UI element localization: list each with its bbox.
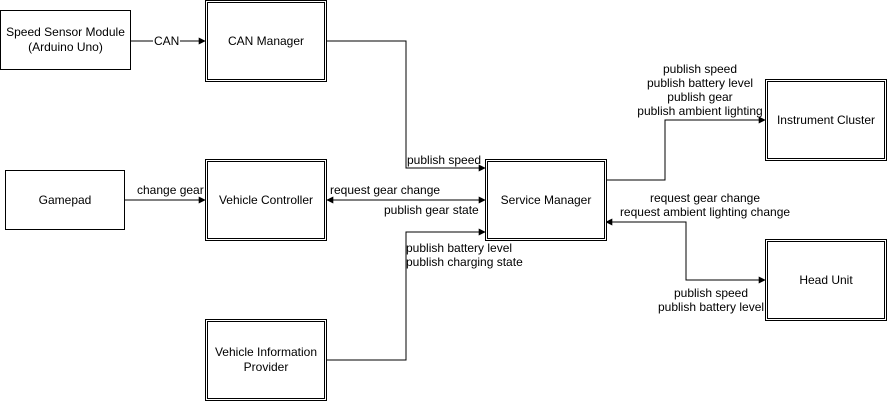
speed-sensor-module-box: Speed Sensor Module (Arduino Uno) xyxy=(0,10,131,70)
head-unit-box: Head Unit xyxy=(765,239,887,321)
edge-label-vip-group: publish battery level publish charging s… xyxy=(406,241,523,269)
vehicle-information-provider-box: Vehicle Information Provider xyxy=(205,319,327,401)
edge-label-hu-request-group: request gear change request ambient ligh… xyxy=(614,191,796,219)
gamepad-box: Gamepad xyxy=(5,170,125,230)
gamepad-label: Gamepad xyxy=(38,192,92,207)
instrument-cluster-label: Instrument Cluster xyxy=(776,112,876,127)
edge-label-hu-request-gear-change: request gear change xyxy=(649,191,761,205)
edge-label-ic-publish-speed: publish speed xyxy=(662,62,738,76)
can-manager-box: CAN Manager xyxy=(205,0,327,82)
edge-battery-charging xyxy=(326,228,486,361)
edge-label-hu-request-ambient-lighting: request ambient lighting change xyxy=(619,205,791,219)
edge-publish-speed xyxy=(326,40,486,172)
edge-label-publish-battery-level: publish battery level xyxy=(406,241,513,255)
edge-label-can: CAN xyxy=(153,34,181,48)
vehicle-information-provider-label: Vehicle Information Provider xyxy=(214,345,318,374)
edge-label-hu-publish-group: publish speed publish battery level xyxy=(648,286,774,314)
edge-label-publish-gear-state: publish gear state xyxy=(384,203,479,217)
edge-label-publish-speed: publish speed xyxy=(407,153,482,167)
edge-label-ic-publish-ambient-lighting: publish ambient lighting xyxy=(637,104,763,118)
edge-label-request-gear-change: request gear change xyxy=(330,183,441,197)
edge-label-ic-publish-battery-level: publish battery level xyxy=(646,76,754,90)
edge-label-hu-publish-battery-level: publish battery level xyxy=(657,300,765,314)
vehicle-controller-label: Vehicle Controller xyxy=(218,192,314,207)
edge-label-hu-publish-speed: publish speed xyxy=(673,286,749,300)
edge-label-publish-charging-state: publish charging state xyxy=(406,255,523,269)
edge-instrument-cluster xyxy=(606,116,766,181)
service-manager-box: Service Manager xyxy=(485,159,607,241)
edge-head-unit xyxy=(605,218,766,284)
can-manager-label: CAN Manager xyxy=(227,33,305,48)
edge-label-ic-group: publish speed publish battery level publ… xyxy=(630,62,770,118)
edge-label-ic-publish-gear: publish gear xyxy=(667,90,733,104)
instrument-cluster-box: Instrument Cluster xyxy=(765,79,887,161)
speed-sensor-module-label: Speed Sensor Module (Arduino Uno) xyxy=(6,25,125,54)
vehicle-controller-box: Vehicle Controller xyxy=(205,159,327,241)
service-manager-label: Service Manager xyxy=(500,192,592,207)
head-unit-label: Head Unit xyxy=(799,272,853,287)
edge-label-change-gear: change gear xyxy=(137,183,204,197)
